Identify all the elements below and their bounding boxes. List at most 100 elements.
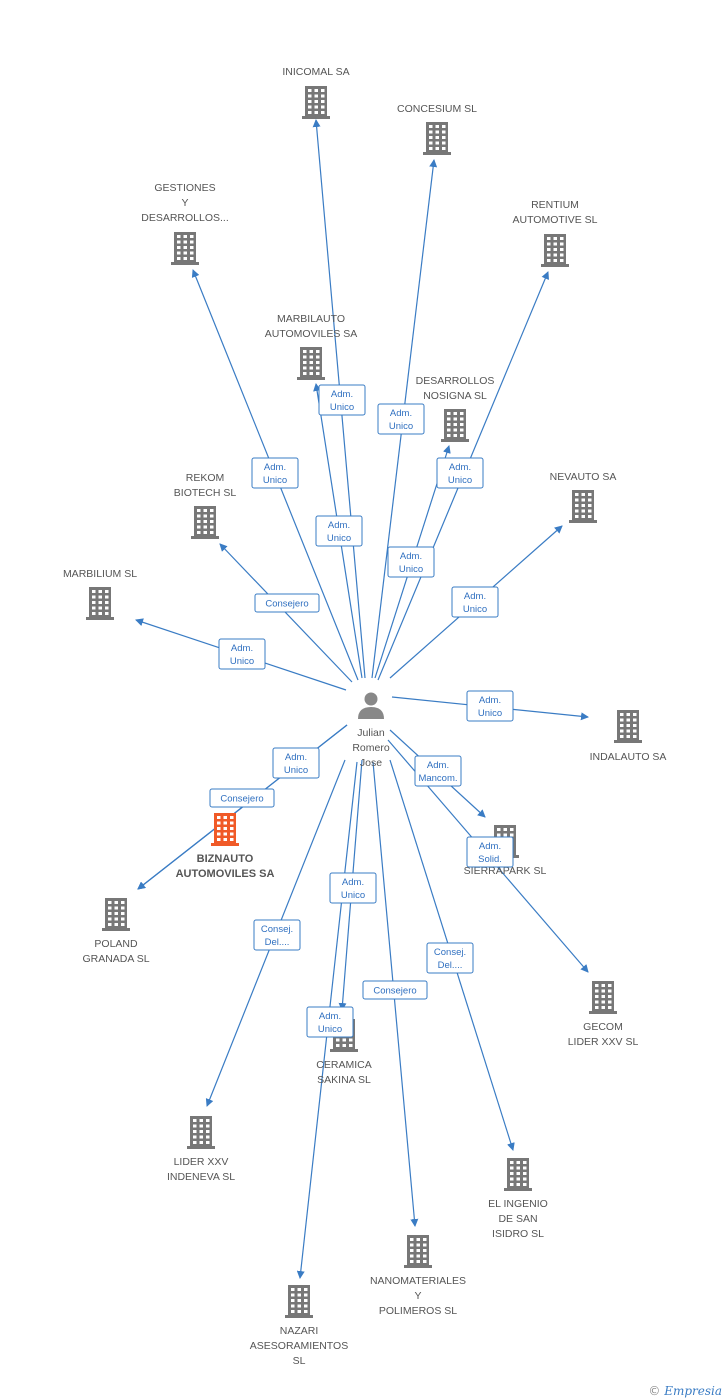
edge-label-text: Solid.: [478, 854, 502, 865]
edge-label-lider[interactable]: Consej. Del....: [253, 919, 301, 951]
building-icon: [297, 347, 325, 380]
building-icon: [423, 122, 451, 155]
edge-label-text: Unico: [341, 890, 365, 901]
edge-label-text: Unico: [330, 402, 354, 413]
edge-label-poland[interactable]: Consejero: [209, 788, 275, 808]
edge-label-text: Adm.: [328, 520, 350, 531]
edge-label-text: Del....: [438, 960, 463, 971]
company-node-indalauto[interactable]: INDALAUTO SA: [590, 710, 667, 763]
company-label: INDALAUTO SA: [590, 751, 667, 763]
company-label: SL: [293, 1355, 306, 1367]
company-label: AUTOMOVILES SA: [265, 328, 358, 340]
company-label: MARBILIUM SL: [63, 568, 137, 580]
edge-label-rekom[interactable]: Consejero: [254, 593, 320, 613]
edge-label-box: [426, 942, 474, 974]
company-label: AUTOMOVILES SA: [176, 868, 275, 880]
company-label: DESARROLLOS...: [141, 212, 229, 224]
edge-label-box: [451, 586, 499, 618]
edge-label-text: Consej.: [261, 924, 293, 935]
building-icon: [191, 506, 219, 539]
edge-label-nevauto[interactable]: Adm. Unico: [451, 586, 499, 618]
edge-label-text: Adm.: [479, 695, 501, 706]
company-node-concesium[interactable]: CONCESIUM SL: [397, 103, 477, 155]
edge-label-text: Consejero: [265, 599, 308, 610]
edge-label-box: [377, 403, 425, 435]
company-node-rentium[interactable]: RENTIUM AUTOMOTIVE SL: [513, 199, 598, 267]
edge-label-text: Unico: [284, 765, 308, 776]
edge-label-marbilauto[interactable]: Adm.Unico: [315, 515, 363, 547]
company-label: AUTOMOTIVE SL: [513, 214, 598, 226]
edge-label-ceramica[interactable]: Adm. Unico: [329, 872, 377, 904]
edge-label-text: Unico: [463, 604, 487, 615]
edge-label-text: Adm.: [390, 408, 412, 419]
edge-label-indalauto[interactable]: Adm. Unico: [466, 690, 514, 722]
edge-label-gecom[interactable]: Adm.Solid.: [466, 836, 514, 868]
edge-label-text: Unico: [318, 1024, 342, 1035]
brand-name: Empresia: [664, 1384, 722, 1398]
edge-label-box: [329, 872, 377, 904]
company-label: NOSIGNA SL: [423, 390, 487, 402]
company-label: RENTIUM: [531, 199, 579, 211]
edge-label-text: Adm.: [449, 462, 471, 473]
edge-label-nazari[interactable]: Adm. Unico: [306, 1006, 354, 1038]
footer-brand: © Empresia: [648, 1384, 722, 1398]
edge-label-box: [251, 457, 299, 489]
company-node-marbilium[interactable]: MARBILIUM SL: [63, 568, 137, 620]
building-icon: [614, 710, 642, 743]
edge-label-box: [272, 747, 320, 779]
edge-label-text: Mancom.: [418, 773, 457, 784]
building-icon: [589, 981, 617, 1014]
edge-label-nanomateriales[interactable]: Consejero: [362, 980, 428, 1000]
edge-label-inicomal[interactable]: Adm.Unico: [318, 384, 366, 416]
edge-label-biznauto[interactable]: Adm.Unico: [272, 747, 320, 779]
company-label: GRANADA SL: [82, 953, 149, 965]
person-label: Julian: [357, 727, 385, 739]
company-label: SIERRAPARK SL: [464, 865, 547, 877]
company-label: EL INGENIO: [488, 1198, 548, 1210]
edge-label-text: Adm.: [319, 1011, 341, 1022]
edge-label-text: Unico: [230, 656, 254, 667]
company-node-nevauto[interactable]: NEVAUTO SA: [550, 471, 617, 523]
company-label: CONCESIUM SL: [397, 103, 477, 115]
edge-label-text: Unico: [448, 475, 472, 486]
company-label: POLAND: [94, 938, 138, 950]
edge-label-text: Unico: [478, 708, 502, 719]
company-label: ASESORAMIENTOS: [250, 1340, 348, 1352]
company-label: GESTIONES: [154, 182, 215, 194]
company-label: REKOM: [186, 472, 225, 484]
building-icon: [441, 409, 469, 442]
edge-label-concesium[interactable]: Adm.Unico: [377, 403, 425, 435]
edge-label-box: [414, 755, 462, 787]
company-node-poland[interactable]: POLAND GRANADA SL: [82, 898, 150, 965]
edge-label-box: [254, 593, 320, 613]
edge-label-box: [315, 515, 363, 547]
edge-label-gestiones[interactable]: Adm.Unico: [251, 457, 299, 489]
edge-label-rentium[interactable]: Adm. Unico: [436, 457, 484, 489]
edge-label-text: Adm.: [342, 877, 364, 888]
edge-label-desarrollos[interactable]: Adm.Unico: [387, 546, 435, 578]
company-label: Y: [414, 1290, 421, 1302]
edge-label-marbilium[interactable]: Adm.Unico: [218, 638, 266, 670]
edge-label-text: Adm.: [464, 591, 486, 602]
edge-label-text: Del....: [265, 937, 290, 948]
building-icon: [569, 490, 597, 523]
edge-label-ingenio[interactable]: Consej.Del....: [426, 942, 474, 974]
company-node-inicomal[interactable]: INICOMAL SA: [282, 66, 350, 119]
edge-label-box: [436, 457, 484, 489]
edge-label-text: Adm.: [400, 551, 422, 562]
edge-label-sierrapark[interactable]: Adm.Mancom.: [414, 755, 462, 787]
company-label: NEVAUTO SA: [550, 471, 617, 483]
company-node-gestiones[interactable]: GESTIONESYDESARROLLOS...: [141, 182, 229, 265]
